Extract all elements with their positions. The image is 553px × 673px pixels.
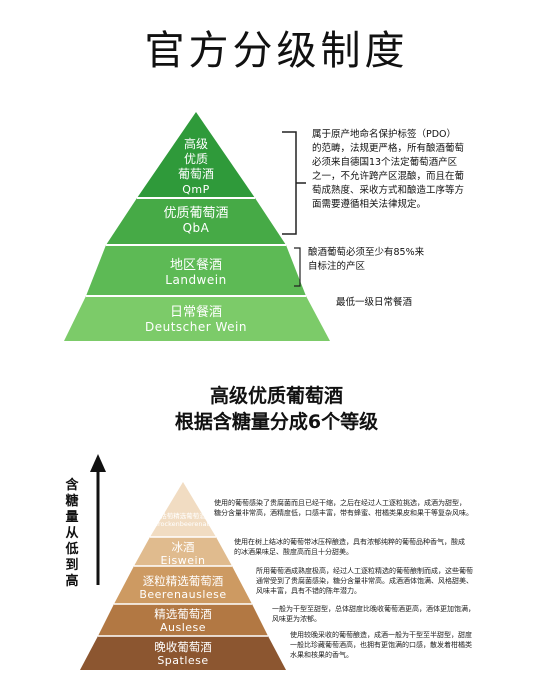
tier-qmp-shape <box>137 112 255 198</box>
tier-beerenauslese-label: 逐粒精选葡萄酒 Beerenauslese <box>139 574 227 601</box>
section2-title-line2: 根据含糖量分成6个等级 <box>174 411 379 433</box>
tier-auslese-label: 精选葡萄酒 Auslese <box>154 607 212 634</box>
desc-landwein: 酿酒葡萄必须至少有85%来 自标注的产区 <box>308 247 425 272</box>
tier-auslese-shape <box>98 604 268 636</box>
tier-tba-shape <box>150 482 216 537</box>
tier-deutscher-label: 日常餐酒 Deutscher Wein <box>144 305 247 334</box>
tier-tba-label: 枯萄精选葡萄酒 Trockenbeerenauslese <box>155 512 228 528</box>
tier-qmp-label: 高级 优质 葡萄酒 QmP <box>177 137 214 196</box>
desc-spatlese: 使用较晚采收的葡萄酿造，成酒一般为干型至半甜型，甜度 一般比珍藏葡萄酒高，也拥有… <box>290 631 472 659</box>
tier-eiswein-shape <box>134 537 232 566</box>
desc-eiswein: 使用在树上结冰的葡萄带冰压榨酿造，具有浓郁纯粹的葡萄品种香气，酸成 的冰酒果味足… <box>234 538 465 556</box>
tier-qba-shape <box>106 198 286 245</box>
tier-deutscher-shape <box>64 296 330 341</box>
page-title: 官方分级制度 <box>144 28 409 74</box>
tier-beerenauslese-shape <box>114 566 252 604</box>
desc-deutscher: 最低一级日常餐酒 <box>336 297 413 308</box>
tier-spatlese-shape <box>80 636 286 670</box>
desc-tba: 使用的葡萄感染了贵腐菌而且已经干缩，之后在经过人工逐粒挑选，成酒为甜型， 糖分含… <box>214 499 473 517</box>
up-arrow-icon <box>90 454 106 585</box>
tier-landwein-shape <box>86 245 306 296</box>
tier-qba-label: 优质葡萄酒 QbA <box>163 206 229 235</box>
bracket-qmp-qba <box>282 131 306 235</box>
sugar-axis-label: 含 糖 量 从 低 到 高 <box>65 478 79 589</box>
desc-qmp-qba: 属于原产地命名保护标签（PDO） 的范畴，法规更严格，所有酿酒葡萄 必须来自德国… <box>312 129 465 210</box>
tier-eiswein-label: 冰酒 Eiswein <box>160 540 206 567</box>
desc-beerenauslese: 所用葡萄酒成熟度极高，经过人工逐粒精选的葡萄酿制而成，这些葡萄 通常受到了贵腐菌… <box>256 567 473 595</box>
desc-auslese: 一般为干型至甜型，总体甜度比晚收葡萄酒更高，酒体更加饱满， 风味更为浓郁。 <box>272 605 475 623</box>
bracket-landwein <box>294 247 301 287</box>
tier-spatlese-label: 晚收葡萄酒 Spatlese <box>154 640 212 667</box>
section2-title-line1: 高级优质葡萄酒 <box>209 385 343 407</box>
tier-landwein-label: 地区餐酒 Landwein <box>165 258 227 287</box>
